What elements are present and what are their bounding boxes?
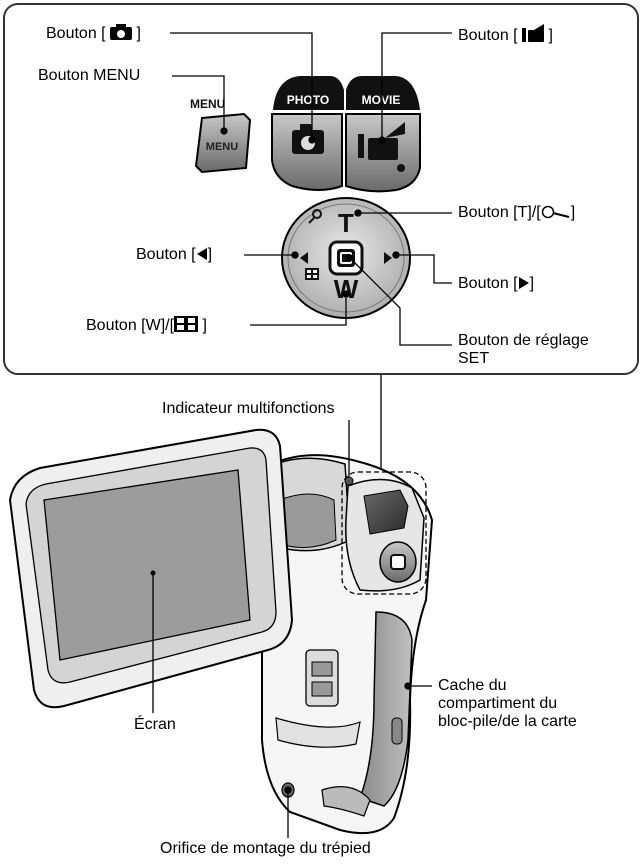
callout-menu-button: Bouton MENU xyxy=(38,67,141,84)
screen-display xyxy=(43,469,251,661)
svg-text:MENU: MENU xyxy=(206,141,238,153)
video-camera-icon xyxy=(522,24,545,42)
callout-left-button: Bouton [] xyxy=(136,246,213,263)
callout-tripod: Orifice de montage du trépied xyxy=(160,840,371,857)
thumbnail-grid-icon xyxy=(174,316,199,332)
lcd-panel xyxy=(8,428,294,709)
callout-w-button: Bouton [W]/[ ] xyxy=(86,316,207,334)
photo-mode-label: PHOTO xyxy=(287,93,329,107)
t-zoom-label: T xyxy=(338,208,354,238)
callout-t-button: Bouton [T]/[] xyxy=(458,204,576,221)
callout-screen: Écran xyxy=(134,716,176,733)
callout-right-button: Bouton [] xyxy=(458,275,535,292)
callout-movie-button: Bouton [ ] xyxy=(458,24,553,45)
mode-label-strip: PHOTO MOVIE xyxy=(273,76,420,110)
camera-icon xyxy=(110,24,133,40)
camera-leader-lines xyxy=(152,420,432,838)
zoom-in-icon xyxy=(541,205,569,219)
menu-button[interactable]: MENU xyxy=(194,112,252,174)
callout-photo-button: Bouton [ ] xyxy=(46,24,141,42)
callout-set-button: Bouton de réglage SET xyxy=(458,332,589,367)
callout-battery-cover: Cache du compartiment du bloc-pile/de la… xyxy=(438,677,577,730)
arrow-right-icon xyxy=(518,277,529,289)
camera-body xyxy=(261,454,434,834)
panel-leader-lines xyxy=(170,32,452,346)
photo-button[interactable] xyxy=(271,113,343,191)
callout-indicator: Indicateur multifonctions xyxy=(162,400,335,417)
menu-small-label: MENU xyxy=(190,97,225,111)
arrow-left-icon xyxy=(196,248,207,260)
movie-mode-label: MOVIE xyxy=(362,93,401,107)
movie-button[interactable] xyxy=(345,113,421,193)
